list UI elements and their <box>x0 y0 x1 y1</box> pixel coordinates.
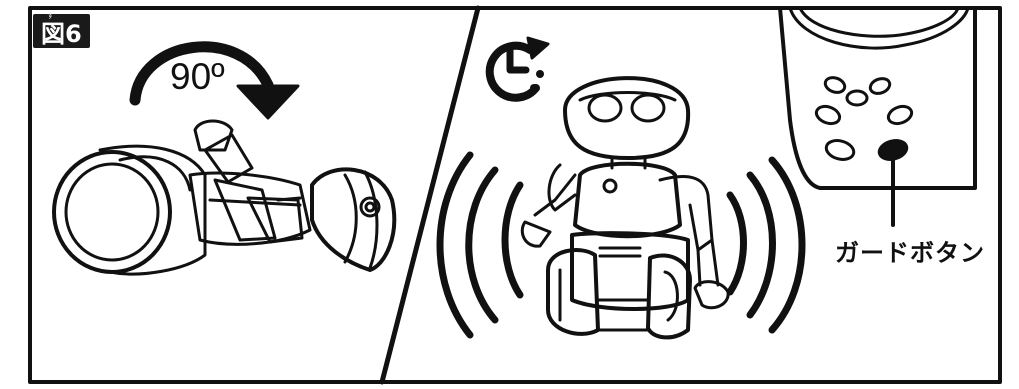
robot-standing-illustration <box>522 78 728 337</box>
figure-number-badge: ず 図6 <box>33 14 90 48</box>
robot-lying-illustration <box>54 121 394 274</box>
guard-button-label: ガードボタン <box>835 233 985 268</box>
motion-arcs-left-icon <box>440 155 520 335</box>
figure-furigana: ず <box>47 11 54 21</box>
remote-controller-illustration <box>780 8 975 225</box>
motion-arcs-right-icon <box>730 160 802 330</box>
timer-icon <box>490 38 548 101</box>
rotation-angle-label: 90º <box>170 56 225 98</box>
